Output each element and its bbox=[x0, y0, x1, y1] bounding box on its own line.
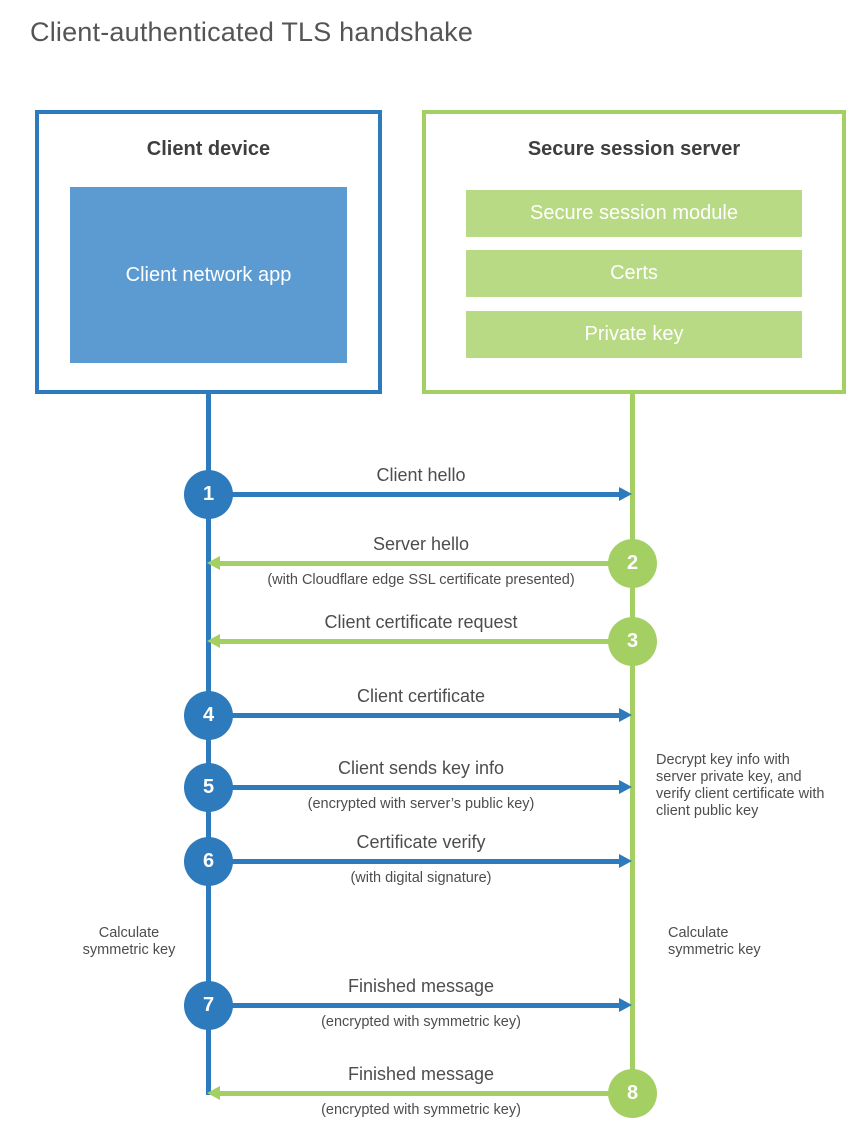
step-5-arrow bbox=[209, 780, 632, 794]
step-6-sublabel: (with digital signature) bbox=[350, 870, 492, 886]
step-1-badge: 1 bbox=[184, 470, 233, 519]
arrowhead-right-icon bbox=[619, 708, 632, 722]
server-module-secure-session: Secure session module bbox=[466, 190, 802, 237]
step-3-arrow bbox=[207, 634, 630, 648]
step-4-badge: 4 bbox=[184, 691, 233, 740]
step-6-arrow bbox=[209, 854, 632, 868]
step-7-sublabel: (encrypted with symmetric key) bbox=[321, 1014, 521, 1030]
client-lifeline bbox=[206, 394, 211, 1095]
note-calculate-symmetric-key-client: Calculate symmetric key bbox=[82, 925, 176, 959]
step-3-label: Client certificate request bbox=[324, 612, 518, 632]
step-7-badge: 7 bbox=[184, 981, 233, 1030]
step-8-badge: 8 bbox=[608, 1069, 657, 1118]
arrowhead-left-icon bbox=[207, 556, 220, 570]
step-2-label: Server hello bbox=[372, 534, 470, 554]
step-8-sublabel: (encrypted with symmetric key) bbox=[321, 1102, 521, 1118]
step-7-arrow bbox=[209, 998, 632, 1012]
secure-session-server-title: Secure session server bbox=[527, 138, 741, 160]
step-3-badge: 3 bbox=[608, 617, 657, 666]
step-1-arrow bbox=[209, 487, 632, 501]
arrowhead-left-icon bbox=[207, 1086, 220, 1100]
server-lifeline bbox=[630, 394, 635, 1110]
secure-session-server-box: Secure session server Secure session mod… bbox=[422, 110, 846, 394]
step-5-badge: 5 bbox=[184, 763, 233, 812]
arrowhead-right-icon bbox=[619, 780, 632, 794]
step-7-label: Finished message bbox=[347, 976, 495, 996]
step-2-sublabel: (with Cloudflare edge SSL certificate pr… bbox=[267, 572, 575, 588]
page-title: Client-authenticated TLS handshake bbox=[30, 17, 474, 47]
server-module-certs: Certs bbox=[466, 250, 802, 297]
client-device-box: Client device Client network app bbox=[35, 110, 382, 394]
step-2-arrow bbox=[207, 556, 630, 570]
step-6-badge: 6 bbox=[184, 837, 233, 886]
arrowhead-right-icon bbox=[619, 487, 632, 501]
note-decrypt-key-info: Decrypt key info with server private key… bbox=[656, 752, 825, 820]
server-module-private-key: Private key bbox=[466, 311, 802, 358]
step-2-badge: 2 bbox=[608, 539, 657, 588]
step-8-arrow bbox=[207, 1086, 630, 1100]
arrowhead-right-icon bbox=[619, 998, 632, 1012]
arrowhead-left-icon bbox=[207, 634, 220, 648]
step-5-label: Client sends key info bbox=[337, 758, 505, 778]
note-calculate-symmetric-key-server: Calculate symmetric key bbox=[668, 925, 761, 959]
step-5-sublabel: (encrypted with server’s public key) bbox=[307, 796, 535, 812]
step-4-arrow bbox=[209, 708, 632, 722]
client-device-title: Client device bbox=[146, 138, 271, 160]
step-8-label: Finished message bbox=[347, 1064, 495, 1084]
step-1-label: Client hello bbox=[376, 465, 466, 485]
arrowhead-right-icon bbox=[619, 854, 632, 868]
step-4-label: Client certificate bbox=[356, 686, 486, 706]
step-6-label: Certificate verify bbox=[356, 832, 486, 852]
client-network-app-box: Client network app bbox=[70, 187, 347, 363]
